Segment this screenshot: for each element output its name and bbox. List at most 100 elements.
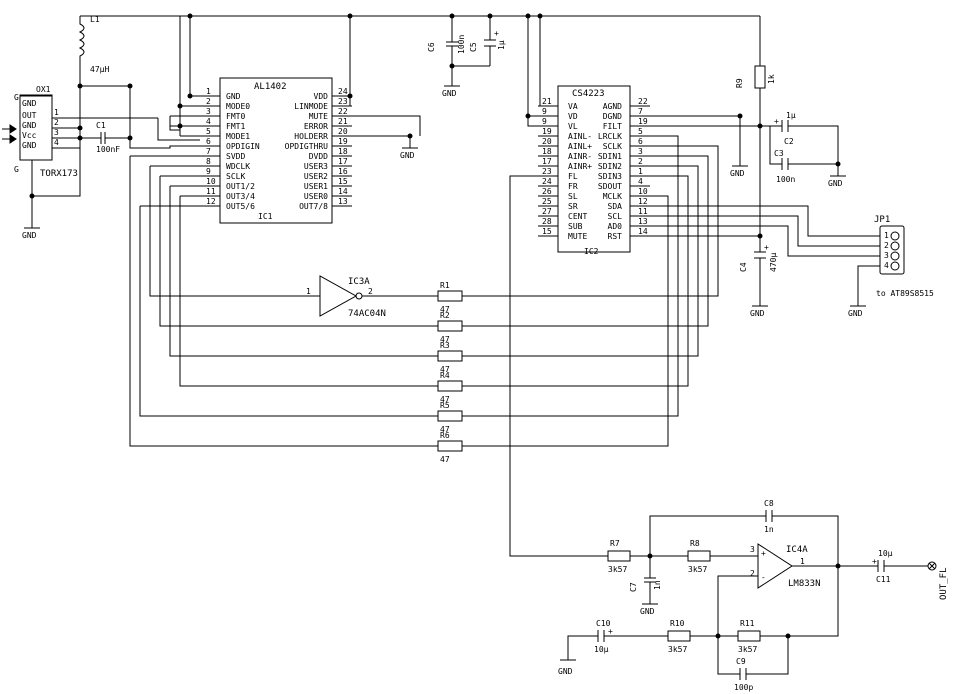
torx-part: TORX173 xyxy=(40,169,78,179)
ic1-left-pins: 1GND2MODE03FMT04FMT15MODE16OPDIGIN7SVDD8… xyxy=(200,87,260,211)
ic2-right-pins: 22AGND7DGND19FILT5LRCLK6SCLK3SDIN12SDIN2… xyxy=(598,97,650,241)
ic1-pin-number: 7 xyxy=(206,147,211,156)
ic1-right-pins: 24VDD23LINMODE22MUTE21ERROR20HOLDERR19OP… xyxy=(285,87,352,211)
torx-ref: OX1 xyxy=(36,85,51,94)
capacitor-c1: C1 100nF xyxy=(80,121,130,154)
ic1-pin-label: FMT1 xyxy=(226,122,245,131)
ic1-pin-number: 1 xyxy=(206,87,211,96)
c7-value: 1n xyxy=(653,580,662,590)
r8-ref: R8 xyxy=(690,539,700,548)
ic2-pin-label: AINR- xyxy=(568,152,592,161)
ic1-pin-label: SCLK xyxy=(226,172,245,181)
ic1-pin-label: OUT1/2 xyxy=(226,182,255,191)
gnd-label: GND xyxy=(22,231,37,240)
torx-pin-label: GND xyxy=(22,99,37,108)
capacitor-c5: + C5 1µ xyxy=(469,16,506,66)
svg-text:2: 2 xyxy=(884,241,889,250)
ic1-pin-label: MUTE xyxy=(309,112,328,121)
r9-value: 1k xyxy=(767,74,776,84)
ic1-pin-label: OUT5/6 xyxy=(226,202,255,211)
ic2-pin-label: SDIN2 xyxy=(598,162,622,171)
ic2-pin-number: 11 xyxy=(638,207,648,216)
ic1-pin-number: 16 xyxy=(338,167,348,176)
ic1-pin-number: 6 xyxy=(206,137,211,146)
ic2-pin-number: 22 xyxy=(638,97,648,106)
output-terminal-icon xyxy=(927,561,937,571)
torx-ground: GND xyxy=(22,227,40,240)
c7-ref: C7 xyxy=(629,582,638,592)
l1-value: 47µH xyxy=(90,65,109,74)
ic2-pin-label: SDA xyxy=(608,202,623,211)
ic2-pin-number: 19 xyxy=(542,127,552,136)
ic2-pin-number: 23 xyxy=(542,167,552,176)
resistor-value: 47 xyxy=(440,335,450,344)
ic2-pin-number: 14 xyxy=(638,227,648,236)
ic2-pin-number: 21 xyxy=(542,97,552,106)
ic2-pin-label: DGND xyxy=(603,112,622,121)
ic2-pin-label: RST xyxy=(608,232,623,241)
resistor-ref: R4 xyxy=(440,371,450,380)
ic1-pin-number: 12 xyxy=(206,197,216,206)
resistor-value: 47 xyxy=(440,425,450,434)
resistor-ref: R3 xyxy=(440,341,450,350)
ic1-pin-label: OUT7/8 xyxy=(299,202,328,211)
ic2-pin-number: 3 xyxy=(638,147,643,156)
ic2-part: CS4223 xyxy=(572,89,605,99)
c4-ref: C4 xyxy=(739,262,748,272)
l1-ref: L1 xyxy=(90,15,100,24)
ic2-pin-number: 27 xyxy=(542,207,552,216)
svg-text:GND: GND xyxy=(828,179,843,188)
ic2-pin-number: 9 xyxy=(542,117,547,126)
ic1-pin-number: 14 xyxy=(338,187,348,196)
c11-ref: C11 xyxy=(876,575,891,584)
ic1-pin-label: FMT0 xyxy=(226,112,245,121)
ic2-pin-label: AD0 xyxy=(608,222,623,231)
ic1-pin-number: 13 xyxy=(338,197,348,206)
resistor-ref: R6 xyxy=(440,431,450,440)
ic2-pin-label: MUTE xyxy=(568,232,587,241)
ic3-pin-in: 1 xyxy=(306,287,311,296)
ic2-cs4223: CS4223 IC2 21VA9VD9VL19AINL-20AINL+18AIN… xyxy=(538,85,650,256)
ic2-pin-label: SDIN1 xyxy=(598,152,622,161)
ic2-pin-label: VD xyxy=(568,112,578,121)
ic2-pin-number: 24 xyxy=(542,177,552,186)
r10-value: 3k57 xyxy=(668,645,687,654)
ic1-pin-label: DVDD xyxy=(309,152,328,161)
c10-plus: + xyxy=(608,627,613,636)
svg-text:GND: GND xyxy=(558,667,573,676)
inductor-l1: L1 47µH xyxy=(78,15,109,86)
c9-ref: C9 xyxy=(736,657,746,666)
ic1-pin-label: MODE1 xyxy=(226,132,250,141)
light-arrow-icon xyxy=(10,125,16,143)
ic1-pin-label: ERROR xyxy=(304,122,328,131)
torx-pin-number: 4 xyxy=(54,138,59,147)
resistor-body xyxy=(437,320,463,332)
ic2-pin-label: VL xyxy=(568,122,578,131)
gnd-symbol: GND xyxy=(828,175,846,188)
ic1-pin-number: 9 xyxy=(206,167,211,176)
ic1-pin-number: 23 xyxy=(338,97,348,106)
resistor-r9: R9 1k xyxy=(735,16,776,126)
resistor-ref: R5 xyxy=(440,401,450,410)
r7-value: 3k57 xyxy=(608,565,627,574)
ic1-pin-label: GND xyxy=(226,92,241,101)
c2-value: 1µ xyxy=(786,111,796,120)
ic1-ref: IC1 xyxy=(258,212,273,221)
ic1-pin-label: OPDIGIN xyxy=(226,142,260,151)
resistor-value: 47 xyxy=(440,365,450,374)
ic2-pin-label: AINL+ xyxy=(568,142,592,151)
ic1-pin-number: 19 xyxy=(338,137,348,146)
ic1-pin-number: 15 xyxy=(338,177,348,186)
ic1-pin-number: 21 xyxy=(338,117,348,126)
torx-pin-number: 1 xyxy=(54,108,59,117)
torx-pin-label: OUT xyxy=(22,111,37,120)
ic1-pin-number: 3 xyxy=(206,107,211,116)
r8-value: 3k57 xyxy=(688,565,707,574)
ic1-pin-label: OPDIGTHRU xyxy=(285,142,329,151)
ic2-pin-label: SDIN3 xyxy=(598,172,622,181)
ic1-pin-label: OUT3/4 xyxy=(226,192,255,201)
ic2-pin-label: SCL xyxy=(608,212,623,221)
ic2-pin-label: LRCLK xyxy=(598,132,622,141)
